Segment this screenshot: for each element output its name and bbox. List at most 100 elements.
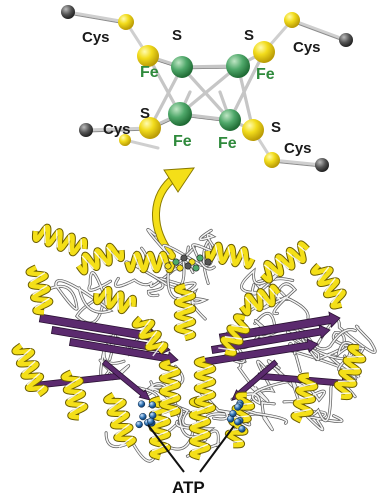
helix-backbone bbox=[30, 271, 46, 283]
iron-label: Fe bbox=[173, 133, 192, 150]
helix-backbone bbox=[161, 380, 179, 389]
helix-backbone bbox=[227, 246, 233, 264]
helix-backbone bbox=[191, 430, 209, 439]
cys-label: Cys bbox=[103, 121, 131, 138]
helix bbox=[158, 358, 182, 418]
helix bbox=[333, 343, 367, 401]
helix bbox=[204, 241, 256, 270]
cluster-site-atom bbox=[164, 262, 172, 270]
cys-sulfur-atom bbox=[119, 134, 131, 146]
helix-backbone bbox=[69, 402, 85, 414]
cys-sulfur-atom bbox=[284, 12, 300, 28]
helix bbox=[124, 250, 176, 274]
helix-backbone bbox=[333, 392, 351, 395]
protein-ribbon bbox=[11, 223, 377, 463]
helix-backbone bbox=[161, 393, 179, 402]
helix-backbone bbox=[146, 253, 154, 271]
curved-arrow bbox=[152, 167, 195, 260]
atp-atom bbox=[137, 400, 146, 408]
helix-backbone bbox=[17, 348, 32, 362]
iron-label: Fe bbox=[140, 64, 159, 81]
helix-backbone bbox=[218, 347, 236, 351]
helix-backbone bbox=[298, 382, 316, 388]
atp-atom bbox=[147, 417, 155, 426]
cluster-site-atom bbox=[192, 264, 200, 272]
helix-backbone bbox=[26, 372, 41, 386]
helix-backbone bbox=[129, 296, 132, 315]
helix bbox=[11, 342, 49, 398]
helix-backbone bbox=[152, 341, 164, 357]
helix-backbone bbox=[118, 436, 134, 448]
helix-ribbon bbox=[334, 344, 366, 400]
helix-ribbon bbox=[174, 283, 196, 341]
cys-carbon-atom bbox=[315, 158, 329, 172]
helix-backbone bbox=[67, 389, 83, 401]
helix-backbone bbox=[231, 324, 249, 329]
cluster-site-atom bbox=[180, 254, 188, 262]
helix-backbone bbox=[191, 417, 209, 426]
helix-backbone bbox=[105, 246, 119, 261]
helix-backbone bbox=[232, 415, 250, 419]
cluster-site-atom bbox=[204, 258, 212, 266]
sulfur-label: S bbox=[140, 105, 150, 122]
cys-label: Cys bbox=[284, 140, 312, 157]
coil-segment bbox=[45, 279, 113, 313]
helix bbox=[25, 264, 54, 316]
helix-backbone bbox=[176, 330, 194, 339]
atp-callout: ATP bbox=[147, 424, 235, 497]
helix-backbone bbox=[104, 288, 107, 306]
helix bbox=[173, 282, 197, 342]
helix-ribbon bbox=[220, 314, 250, 356]
helix-ribbon bbox=[239, 284, 281, 316]
coil-segment bbox=[287, 342, 360, 380]
helix-backbone bbox=[225, 440, 243, 444]
helix bbox=[310, 262, 347, 310]
helix-backbone bbox=[111, 411, 127, 423]
helix-backbone bbox=[324, 277, 336, 293]
helix-backbone bbox=[145, 330, 158, 346]
helix bbox=[75, 242, 126, 276]
helix bbox=[290, 372, 319, 424]
beta-strand bbox=[101, 359, 151, 401]
helix-backbone bbox=[93, 251, 107, 265]
helix-backbone bbox=[108, 398, 124, 411]
helix-ribbon bbox=[32, 224, 88, 256]
helix-backbone bbox=[268, 287, 282, 302]
helix-backbone bbox=[133, 253, 141, 271]
helix-backbone bbox=[55, 230, 58, 248]
helix-backbone bbox=[240, 248, 246, 266]
helix bbox=[260, 240, 312, 284]
helix-backbone bbox=[196, 403, 214, 412]
cluster-sulfur-atom bbox=[242, 119, 264, 141]
cluster-sulfur-atom bbox=[139, 117, 161, 139]
helix-backbone bbox=[346, 355, 365, 358]
helix-ribbon bbox=[159, 359, 181, 417]
helix-backbone bbox=[65, 376, 81, 388]
atp-atom bbox=[234, 418, 242, 426]
helix-backbone bbox=[161, 367, 179, 376]
helix-backbone bbox=[330, 289, 343, 304]
helix-backbone bbox=[32, 284, 48, 296]
atp-atom bbox=[238, 425, 246, 433]
iron-atom bbox=[226, 54, 250, 78]
helix-backbone bbox=[176, 291, 194, 300]
atp-label: ATP bbox=[172, 478, 205, 497]
helix-backbone bbox=[214, 244, 220, 262]
helix bbox=[93, 285, 137, 315]
cys-sulfur-atom bbox=[264, 152, 280, 168]
helix-backbone bbox=[34, 297, 50, 309]
helix-backbone bbox=[274, 257, 290, 270]
helix-backbone bbox=[22, 360, 36, 374]
helix-backbone bbox=[296, 395, 314, 401]
cluster-site-atom bbox=[172, 258, 180, 266]
helix-ribbon bbox=[260, 241, 310, 283]
helix-backbone bbox=[263, 264, 279, 276]
cys-carbon-atom bbox=[79, 123, 93, 137]
helix-backbone bbox=[151, 443, 169, 452]
helix-backbone bbox=[191, 443, 209, 452]
helix bbox=[103, 392, 137, 448]
helix bbox=[238, 283, 282, 317]
helix-backbone bbox=[342, 367, 360, 370]
sulfur-label: S bbox=[244, 27, 254, 44]
helix-backbone bbox=[338, 380, 356, 383]
